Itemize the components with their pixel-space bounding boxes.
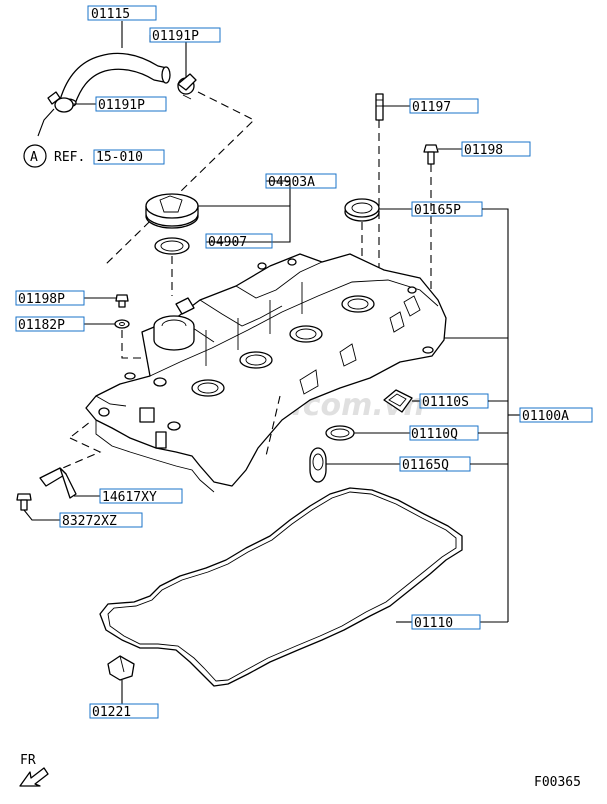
callout-04907[interactable]: 04907 [205, 233, 273, 250]
callout-01110[interactable]: 01110 [411, 614, 481, 631]
svg-text:01221: 01221 [92, 705, 131, 720]
callout-01165q[interactable]: 01165Q [399, 456, 471, 473]
svg-text:14617XY: 14617XY [102, 490, 157, 505]
hose-clamp-top-drawing [177, 73, 197, 100]
ref-text: REF. [54, 150, 85, 165]
svg-text:01110S: 01110S [422, 395, 469, 410]
callout-01198p[interactable]: 01198P [15, 290, 85, 307]
callout-01182p[interactable]: 01182P [15, 316, 85, 333]
oil-seal-drawing [344, 198, 380, 222]
dash-cover-center [265, 395, 281, 457]
svg-text:01115: 01115 [91, 7, 130, 22]
callout-01100a[interactable]: 01100A [519, 407, 593, 424]
svg-text:01191P: 01191P [152, 29, 199, 44]
callout-14617xy[interactable]: 14617XY [99, 488, 183, 505]
oil-filler-cap-drawing [145, 193, 199, 229]
stud-bolt-drawing [375, 93, 384, 121]
bolt-83272xz-drawing [16, 493, 32, 511]
fr-arrow-icon [19, 767, 49, 787]
svg-text:A: A [30, 150, 38, 165]
svg-text:01182P: 01182P [18, 318, 65, 333]
callout-ref-15-010[interactable]: 15-010 [93, 149, 165, 165]
svg-text:04903A: 04903A [268, 175, 315, 190]
svg-text:01110: 01110 [414, 616, 453, 631]
filler-gasket-drawing [154, 237, 190, 255]
svg-text:01191P: 01191P [98, 98, 145, 113]
leader-83272xz [23, 509, 60, 521]
svg-text:01100A: 01100A [522, 409, 569, 424]
washer-01182p-drawing [114, 319, 130, 329]
callout-01198[interactable]: 01198 [461, 141, 531, 158]
seal-01221-drawing [107, 655, 135, 681]
svg-text:01165P: 01165P [414, 203, 461, 218]
svg-text:01110Q: 01110Q [411, 427, 458, 442]
bolt-01198-drawing [423, 144, 439, 165]
callout-01110s[interactable]: 01110S [419, 393, 489, 410]
callout-01115[interactable]: 01115 [87, 5, 157, 22]
callout-01165p[interactable]: 01165P [411, 201, 483, 218]
leader-04903a-04907 [198, 205, 291, 243]
bolt-01198p-drawing [115, 294, 129, 308]
svg-text:01165Q: 01165Q [402, 458, 449, 473]
leader-ref-a [37, 108, 55, 137]
seal-01165q-drawing [309, 447, 327, 483]
svg-text:01198: 01198 [464, 143, 503, 158]
svg-text:83272XZ: 83272XZ [62, 514, 117, 529]
ref-circle-a[interactable]: A [23, 144, 47, 168]
rocker-cover-drawing [85, 253, 447, 493]
hose-clamp-left-drawing [47, 91, 74, 113]
figure-code: F00365 [534, 775, 581, 790]
svg-text:15-010: 15-010 [96, 150, 143, 165]
svg-text:01198P: 01198P [18, 292, 65, 307]
svg-text:04907: 04907 [208, 235, 247, 250]
gasket-01110s-drawing [383, 389, 413, 413]
callout-04903a[interactable]: 04903A [265, 173, 337, 190]
callout-01221[interactable]: 01221 [89, 703, 159, 720]
leader-04903a [266, 180, 291, 206]
dash-cover-left [71, 421, 91, 437]
svg-text:01197: 01197 [412, 100, 451, 115]
gasket-01110q-drawing [325, 425, 355, 441]
callout-01191p-top[interactable]: 01191P [149, 27, 221, 44]
callout-01110q[interactable]: 01110Q [409, 425, 479, 442]
bracket-drawing [39, 467, 77, 499]
callout-83272xz[interactable]: 83272XZ [59, 512, 143, 529]
callout-01197[interactable]: 01197 [409, 98, 479, 115]
callout-01191p-left[interactable]: 01191P [95, 96, 167, 113]
leader-01100a-vertical [482, 208, 509, 622]
dash-bracket [57, 437, 102, 471]
fr-label: FR [20, 753, 36, 768]
head-cover-gasket-drawing [99, 487, 463, 687]
